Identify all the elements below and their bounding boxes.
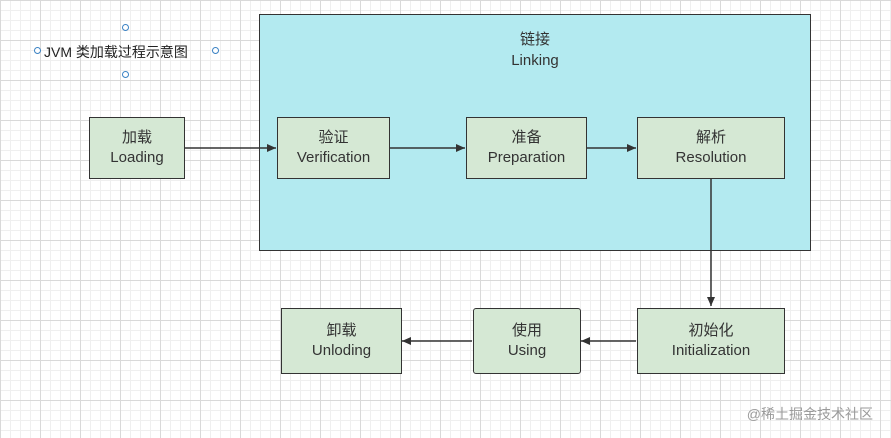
node-verification-en: Verification [296,149,371,166]
watermark: @稀土掘金技术社区 [746,406,873,422]
node-unloading-en: Unloding [311,342,372,359]
node-initialization[interactable]: 初始化 Initialization [637,308,785,374]
node-preparation-cn: 准备 [511,129,542,146]
node-initialization-cn: 初始化 [688,322,734,339]
linking-title-cn: 链接 [519,31,550,48]
node-using[interactable]: 使用 Using [473,308,581,374]
node-preparation-en: Preparation [487,149,566,166]
diagram-title[interactable]: JVM 类加载过程示意图 [44,44,188,60]
node-unloading[interactable]: 卸载 Unloding [281,308,402,374]
linking-group-title: 链接 Linking [260,29,810,71]
node-loading[interactable]: 加载 Loading [89,117,185,179]
selection-handle-left[interactable] [34,47,41,54]
selection-handle-top[interactable] [122,24,129,31]
node-verification[interactable]: 验证 Verification [277,117,390,179]
linking-title-en: Linking [511,52,559,69]
node-resolution-en: Resolution [675,149,747,166]
node-using-en: Using [507,342,547,359]
node-using-cn: 使用 [511,322,542,339]
node-loading-en: Loading [110,149,164,166]
node-initialization-en: Initialization [671,342,751,359]
node-unloading-cn: 卸载 [326,322,357,339]
selection-handle-bottom[interactable] [122,71,129,78]
node-resolution[interactable]: 解析 Resolution [637,117,785,179]
selection-handle-right[interactable] [212,47,219,54]
node-resolution-cn: 解析 [695,129,726,146]
node-loading-cn: 加载 [121,129,152,146]
node-verification-cn: 验证 [318,129,349,146]
node-preparation[interactable]: 准备 Preparation [466,117,587,179]
